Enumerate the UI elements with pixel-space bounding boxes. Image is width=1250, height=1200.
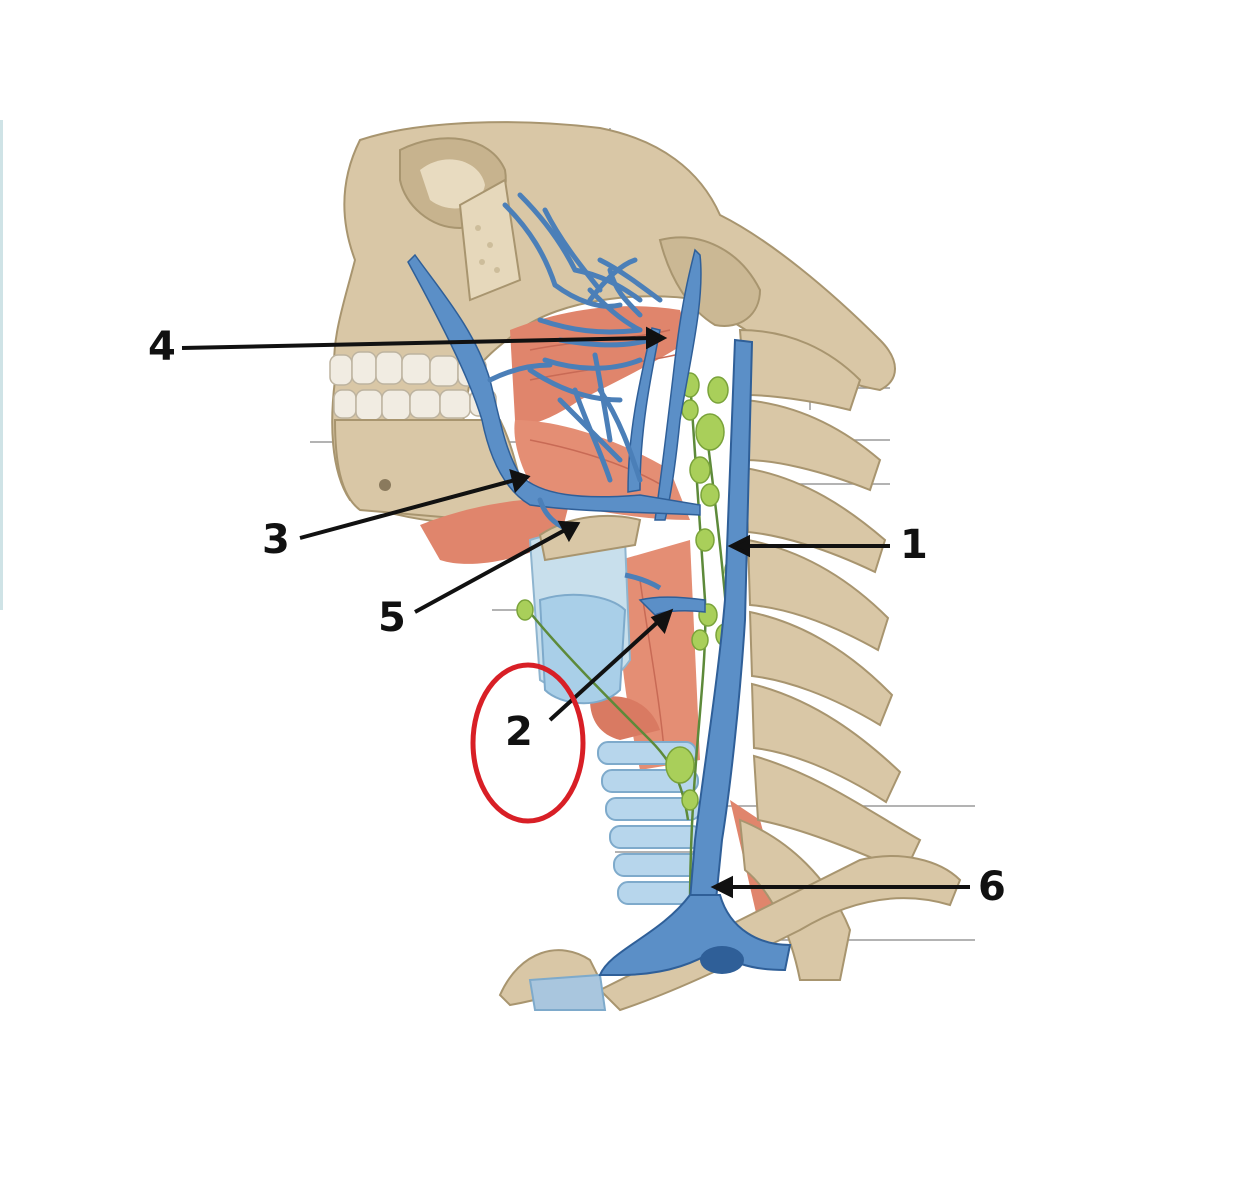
label-3: 3 — [262, 517, 290, 563]
label-6: 6 — [978, 864, 1006, 910]
leader-4 — [181, 336, 651, 350]
leader-3 — [299, 478, 516, 540]
leader-lines — [181, 326, 970, 899]
arrowhead-3 — [509, 468, 531, 494]
veins — [407, 192, 792, 976]
left-edge-strip — [0, 120, 3, 610]
arrowhead-5 — [557, 520, 581, 543]
label-2: 2 — [505, 709, 533, 755]
skull — [331, 121, 896, 525]
highlight-ring — [470, 662, 586, 824]
arrowhead-4 — [646, 326, 668, 350]
leader-5 — [414, 528, 566, 614]
label-5: 5 — [378, 595, 406, 641]
arrowhead-6 — [710, 875, 733, 899]
cervical-spine — [738, 328, 922, 981]
larynx-trachea — [528, 514, 705, 905]
leader-2 — [548, 618, 662, 722]
arrowhead-1 — [727, 534, 750, 558]
mental-foramen — [379, 479, 391, 491]
label-4: 4 — [148, 324, 176, 370]
label-1: 1 — [900, 522, 928, 568]
arrowhead-2 — [650, 608, 674, 635]
clavicle — [498, 855, 962, 1012]
skull-texture — [475, 225, 500, 273]
